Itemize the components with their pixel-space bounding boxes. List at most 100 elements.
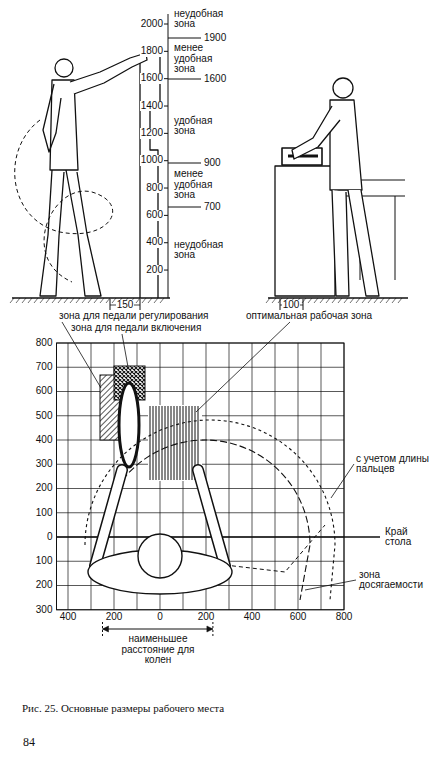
optimal-zone-hatch <box>162 406 163 480</box>
floor-hatch <box>332 298 336 303</box>
floor-hatch <box>34 298 38 303</box>
floor-hatch <box>320 298 324 303</box>
floor-hatch <box>344 298 348 303</box>
floor-hatch <box>94 298 98 303</box>
floor-hatch <box>350 298 354 303</box>
optimal-zone-hatch <box>177 406 178 480</box>
floor-hatch <box>272 298 276 303</box>
floor-hatch <box>22 298 26 303</box>
figure-leg <box>332 190 379 296</box>
zone-divider <box>168 79 201 80</box>
arm-fill <box>198 470 225 566</box>
floor-hatch <box>58 298 62 303</box>
grid-line <box>321 343 322 610</box>
figure-head <box>333 78 353 98</box>
dimension-label: 100 <box>282 300 301 311</box>
optimal-zone-hatch <box>150 406 151 480</box>
optimal-zone-hatch <box>174 406 175 480</box>
zone-divider <box>168 207 201 208</box>
floor-hatch <box>148 298 152 303</box>
floor-hatch <box>308 298 312 303</box>
dimension-label: менее удобная зона <box>173 169 227 201</box>
page-number: 84 <box>22 736 36 749</box>
floor-hatch <box>52 298 56 303</box>
foot-outline <box>119 383 139 467</box>
floor-hatch <box>398 298 402 303</box>
dimension-label: оптимальная рабочая зона <box>245 311 373 322</box>
cabinet-outline <box>140 56 160 298</box>
arrow-head <box>207 626 213 632</box>
dimension-tick <box>140 299 141 310</box>
dimension-label: 150 <box>116 300 135 311</box>
dimension-label: 300 <box>35 605 54 616</box>
grid-border <box>57 343 345 610</box>
dimension-label: 100 <box>35 508 54 519</box>
floor-hatch <box>362 298 366 303</box>
dimension-label: 2000 <box>140 19 164 30</box>
arm-fill <box>95 470 122 566</box>
dimension-label: 100 <box>35 556 54 567</box>
grid-line <box>252 343 253 610</box>
dimension-label: 600 <box>35 386 54 397</box>
arrow-head <box>103 626 109 632</box>
optimal-zone-hatch <box>153 406 154 480</box>
dimension-label: Край стола <box>384 527 436 548</box>
optimal-zone-hatch <box>159 406 160 480</box>
dimension-label: 0 <box>156 612 164 623</box>
floor-hatch <box>356 298 360 303</box>
floor-hatch <box>76 298 80 303</box>
floor-hatch <box>88 298 92 303</box>
dimension-label: 400 <box>35 435 54 446</box>
dimension-label: 800 <box>35 338 54 349</box>
height-scale <box>168 14 169 298</box>
figure-torso <box>50 80 78 170</box>
grid-line <box>57 512 345 513</box>
floor-hatch <box>10 298 14 303</box>
dimension-label: 1000 <box>140 155 164 166</box>
floor-hatch <box>64 298 68 303</box>
dimension-label: 300 <box>35 459 54 470</box>
dimension-label: неудобная зона <box>173 240 233 261</box>
dimension-label: наименьшее расстояние для колен <box>119 634 197 666</box>
figure-leg <box>40 170 64 296</box>
dimension-label: 1800 <box>140 46 164 57</box>
dimension-label: удобная зона <box>173 116 227 137</box>
figure-arm-raised <box>70 53 147 94</box>
grid-line <box>68 343 69 610</box>
floor-hatch <box>326 298 330 303</box>
floor-hatch <box>46 298 50 303</box>
floor-hatch <box>374 298 378 303</box>
reach-trajectory <box>15 120 113 282</box>
dimension-label: 700 <box>203 202 222 213</box>
optimal-zone-hatch <box>186 406 187 480</box>
floor-hatch <box>266 298 270 303</box>
floor-hatch <box>82 298 86 303</box>
dimension-label: 400 <box>243 612 262 623</box>
dimension-label: 400 <box>59 612 78 623</box>
dimension-label: 800 <box>145 183 164 194</box>
optimal-zone-hatch <box>183 406 184 480</box>
arm-outline <box>198 470 225 566</box>
grid-line <box>298 343 299 610</box>
dimension-label: с учетом длины пальцев <box>355 454 437 475</box>
leader-line <box>122 334 128 367</box>
dimension-label: неудобная зона <box>173 9 233 30</box>
leader-line <box>305 580 356 590</box>
floor-hatch <box>314 298 318 303</box>
dimension-label: 1900 <box>203 33 227 44</box>
head-top-view <box>138 534 182 578</box>
floor-hatch <box>368 298 372 303</box>
dimension-label: 200 <box>145 265 164 276</box>
zone-divider <box>168 163 201 164</box>
figure-arm <box>43 84 61 152</box>
floor-hatch <box>70 298 74 303</box>
floor-hatch <box>28 298 32 303</box>
optimal-zone-hatch <box>168 406 169 480</box>
figure-arm <box>292 106 340 159</box>
dimension-label: 800 <box>335 612 354 623</box>
floor-hatch <box>40 298 44 303</box>
dimension-label: зона для педали включения <box>70 323 202 334</box>
dimension-label: 900 <box>203 158 222 169</box>
